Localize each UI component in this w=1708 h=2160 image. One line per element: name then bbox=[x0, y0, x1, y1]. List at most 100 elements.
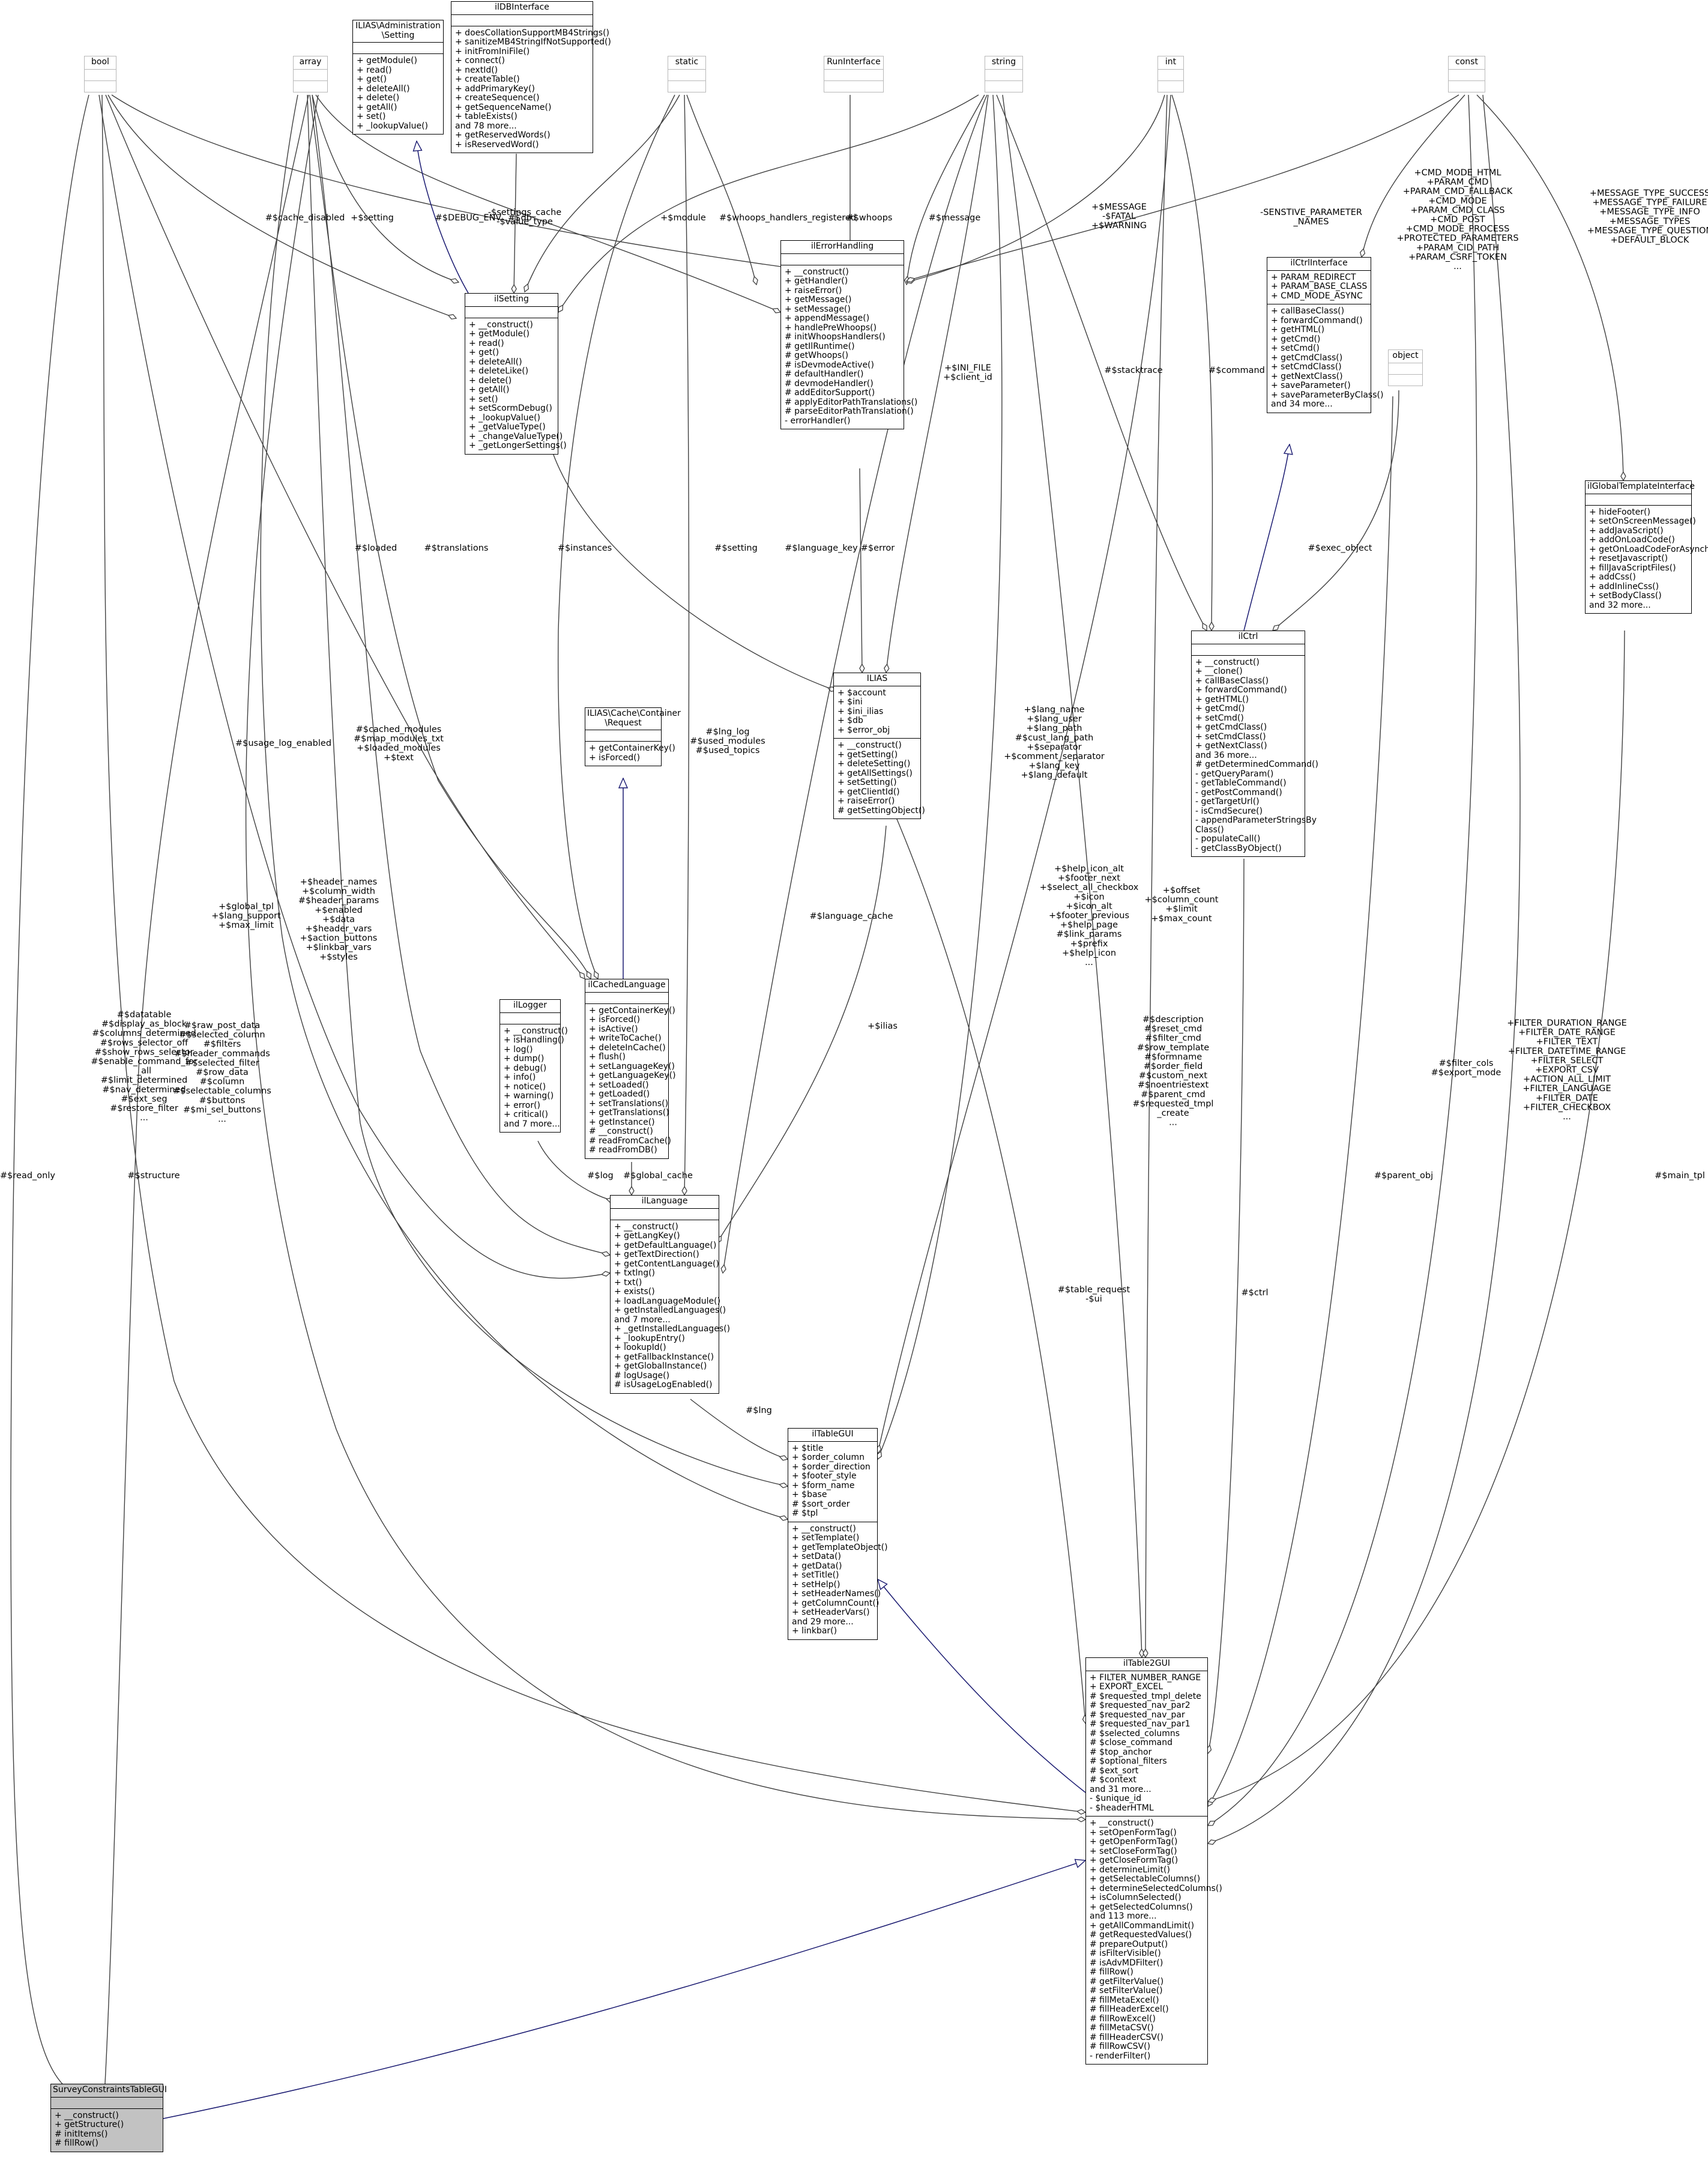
operations-line: and 32 more... bbox=[1589, 600, 1651, 610]
class-title: ilLanguage bbox=[611, 1196, 719, 1209]
edge-array-setting bbox=[312, 94, 459, 282]
edge-label-line: #$instances bbox=[558, 543, 612, 553]
operations-line: + get() bbox=[357, 74, 387, 84]
operations-line: + isForced() bbox=[589, 1015, 641, 1024]
label-msg-types: +MESSAGE_TYPE_SUCCESS+MESSAGE_TYPE_FAILU… bbox=[1587, 189, 1708, 245]
edge-label-line: +$lang_support bbox=[211, 912, 281, 921]
operations-line: # __construct() bbox=[589, 1127, 653, 1136]
class-title-line: ilDBInterface bbox=[495, 2, 549, 12]
operations-line: + callBaseClass() bbox=[1271, 306, 1345, 316]
class-ilglobaltemplateinterface[interactable]: ilGlobalTemplateInterface+ hideFooter()+… bbox=[1585, 480, 1708, 614]
edge-label-line: #$requested_tmpl bbox=[1133, 1099, 1214, 1109]
operations-line: + __construct() bbox=[792, 1523, 856, 1534]
operations-line: + getCmd() bbox=[1195, 704, 1245, 713]
class-object[interactable]: object bbox=[1388, 349, 1423, 386]
operations-line: + getAllCommandLimit() bbox=[1090, 1920, 1195, 1931]
operations-line: # getSettingObject() bbox=[837, 805, 925, 815]
operations-section bbox=[1449, 81, 1485, 92]
edge-label-line: +$help_icon_alt bbox=[1054, 864, 1124, 874]
operations-line: + set() bbox=[469, 394, 498, 404]
edge-label-line: +MESSAGE_TYPE_INFO bbox=[1599, 207, 1700, 217]
edge-label-line: #$datatable bbox=[117, 1010, 172, 1020]
operations-line: + delete() bbox=[357, 93, 400, 103]
class-string[interactable]: string bbox=[985, 56, 1023, 92]
operations-line: + exists() bbox=[614, 1287, 655, 1296]
edge-label-line: #$ctrl bbox=[1241, 1288, 1268, 1298]
operations-line: + addInlineCss() bbox=[1589, 581, 1659, 591]
label-whoops-handlers: #$whoops_handlers_registered bbox=[719, 213, 856, 223]
label-module: +$module bbox=[660, 213, 706, 223]
class-static[interactable]: static bbox=[668, 56, 706, 92]
operations-line: + getReservedWords() bbox=[455, 130, 551, 140]
operations-line: + saveParameter() bbox=[1271, 381, 1351, 390]
class-illanguage[interactable]: ilLanguage + __construct()+ getLangKey()+… bbox=[610, 1195, 730, 1394]
class-array[interactable]: array bbox=[293, 56, 328, 92]
operations-section: + __construct()+ getLangKey()+ getDefaul… bbox=[611, 1220, 730, 1393]
operations-section: + __construct()+ __clone()+ callBaseClas… bbox=[1192, 656, 1318, 857]
operations-line: - getTableCommand() bbox=[1195, 778, 1287, 788]
operations-line: + txtlng() bbox=[614, 1268, 656, 1278]
edge-label-line: ... bbox=[1085, 958, 1093, 967]
operations-line: + _lookupValue() bbox=[469, 413, 541, 423]
edge-ilias-language bbox=[717, 825, 887, 1243]
operations-section: + getContainerKey()+ isForced()+ isActiv… bbox=[585, 1004, 676, 1158]
class-int[interactable]: int bbox=[1157, 56, 1184, 92]
operations-line: + deleteSetting() bbox=[837, 759, 911, 769]
edge-label-line: #$column bbox=[200, 1077, 245, 1087]
edge-label-line: _create bbox=[1156, 1109, 1189, 1118]
inherit-ctrl-interface bbox=[1243, 444, 1290, 631]
operations-line: # getWhoops() bbox=[785, 351, 849, 360]
edge-label-line: #$translations bbox=[424, 543, 489, 553]
class-admin-setting[interactable]: ILIAS\Administration\Setting+ getModule(… bbox=[352, 20, 444, 135]
operations-line: + setCmdClass() bbox=[1195, 731, 1266, 742]
class-iltablegui[interactable]: ilTableGUI+ $title+ $order_column+ $orde… bbox=[788, 1428, 888, 1640]
operations-line: + handlePreWhoops() bbox=[785, 322, 877, 333]
edge-label-line: +FILTER_LANGUAGE bbox=[1522, 1084, 1611, 1094]
edge-label-line: -$FATAL bbox=[1102, 212, 1136, 222]
class-cache-request[interactable]: ILIAS\Cache\Container\Request+ getContai… bbox=[585, 707, 681, 766]
class-ilctrl[interactable]: ilCtrl+ __construct()+ __clone()+ callBa… bbox=[1191, 631, 1318, 857]
attributes-line: # $requested_nav_par2 bbox=[1090, 1701, 1190, 1710]
operations-section: + __construct()+ getHandler()+ raiseErro… bbox=[781, 265, 917, 429]
edge-array-cached bbox=[309, 94, 591, 979]
operations-line: # fillRow() bbox=[1090, 1967, 1133, 1977]
class-ildbinterface[interactable]: ilDBInterface+ doesCollationSupportMB4St… bbox=[451, 1, 611, 153]
edge-label-line: +EXPORT_CSV bbox=[1535, 1065, 1599, 1075]
class-ilcachedlanguage[interactable]: ilCachedLanguage+ getContainerKey()+ isF… bbox=[585, 979, 676, 1159]
class-runinterface[interactable]: RunInterface bbox=[824, 56, 884, 92]
attributes-line: + $db bbox=[837, 716, 863, 725]
edge-label-line: +$INI_FILE bbox=[944, 363, 991, 373]
edge-label-line: +$lang_user bbox=[1027, 715, 1082, 724]
edge-label-line: +$ilias bbox=[868, 1021, 898, 1031]
edge-label-line: #$order_field bbox=[1144, 1062, 1203, 1071]
edge-label-line: +$styles bbox=[319, 952, 358, 962]
operations-line: # getFilterValue() bbox=[1090, 1976, 1164, 1986]
class-iltable2gui[interactable]: ilTable2GUI+ FILTER_NUMBER_RANGE+ EXPORT… bbox=[1085, 1657, 1222, 2065]
class-ilsetting[interactable]: ilSetting+ __construct()+ getModule()+ r… bbox=[465, 293, 567, 455]
edge-label-line: #$selected_filter bbox=[185, 1058, 259, 1068]
class-ilias[interactable]: ILIAS+ $account+ $ini+ $ini_ilias+ $db+ … bbox=[833, 673, 925, 819]
label-read-only: #$read_only bbox=[0, 1171, 55, 1181]
label-translations: #$translations bbox=[424, 543, 489, 553]
attributes-line: # $context bbox=[1090, 1775, 1136, 1785]
edge-label-line: #$error bbox=[861, 543, 895, 553]
label-error: #$error bbox=[861, 543, 895, 553]
operations-line: # fillMetaExcel() bbox=[1090, 1995, 1159, 2005]
class-ilerrorhandling[interactable]: ilErrorHandling+ __construct()+ getHandl… bbox=[780, 240, 917, 429]
operations-line: + getStructure() bbox=[55, 2120, 124, 2129]
label-instances: #$instances bbox=[558, 543, 612, 553]
operations-line: + sanitizeMB4StringIfNotSupported() bbox=[455, 37, 611, 47]
operations-line: + addCss() bbox=[1589, 572, 1636, 582]
operations-section: + getModule()+ read()+ get()+ deleteAll(… bbox=[353, 54, 443, 134]
class-title: int bbox=[1158, 56, 1183, 70]
class-title: SurveyConstraintsTableGUI bbox=[51, 2084, 167, 2098]
class-title-line: int bbox=[1165, 57, 1177, 67]
edge-label-line: #$ext_seg bbox=[121, 1094, 167, 1104]
label-stacktrace: #$stacktrace bbox=[1104, 366, 1162, 375]
class-ilctrlinterface[interactable]: ilCtrlInterface+ PARAM_REDIRECT+ PARAM_B… bbox=[1267, 257, 1383, 413]
class-bool[interactable]: bool bbox=[84, 56, 116, 92]
operations-section: + __construct()+ isHandling()+ log()+ du… bbox=[500, 1024, 568, 1133]
class-surveyconstraintstablegui[interactable]: SurveyConstraintsTableGUI+ __construct()… bbox=[50, 2084, 167, 2152]
class-const[interactable]: const bbox=[1448, 56, 1485, 92]
class-illogger[interactable]: ilLogger+ __construct()+ isHandling()+ l… bbox=[499, 999, 568, 1133]
